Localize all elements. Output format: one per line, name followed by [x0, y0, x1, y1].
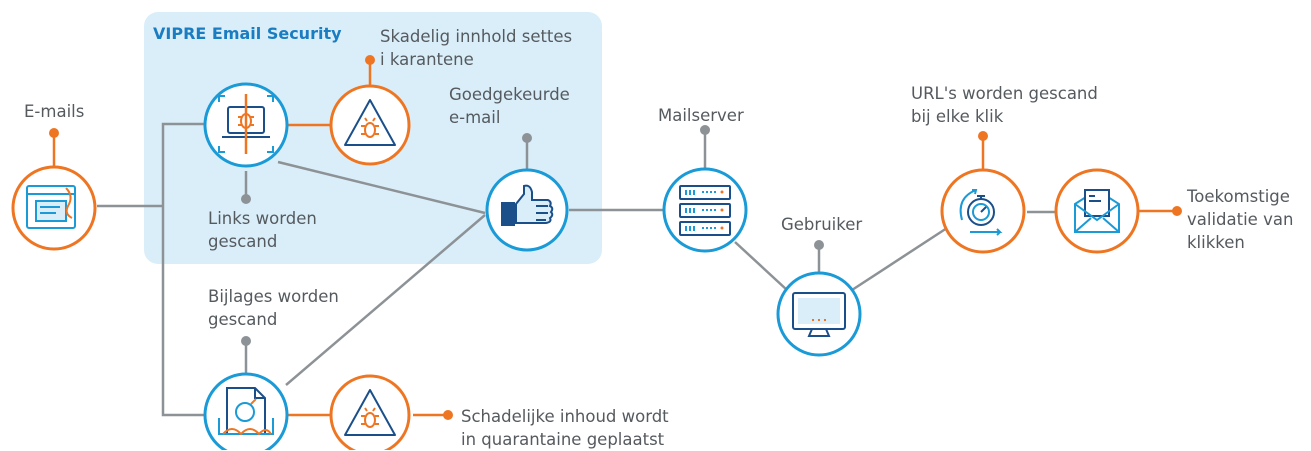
emails-node [11, 165, 97, 251]
url-scan-node [940, 168, 1026, 254]
envelope-letter-icon [1074, 188, 1120, 233]
phishing-email-icon [26, 185, 76, 229]
document-bomb-icon [218, 387, 274, 436]
server-rack-icon [679, 185, 731, 236]
monitor-icon [792, 292, 846, 337]
region-title: VIPRE Email Security [153, 24, 342, 43]
quarantine-bottom-node [329, 374, 411, 450]
mailserver-node [662, 167, 748, 253]
emails-label: E-mails [24, 102, 85, 121]
user-node [776, 271, 862, 357]
warning-bug-icon [344, 99, 396, 146]
thumbs-up-icon [501, 184, 554, 226]
attachments-node [203, 372, 289, 450]
mailserver-label: Mailserver [658, 106, 744, 125]
laptop-bug-scan-icon [218, 94, 274, 154]
user-label: Gebruiker [781, 215, 863, 234]
link-scan-node [203, 82, 289, 168]
orange-dots [49, 55, 1182, 420]
warning-bug-icon [344, 389, 396, 436]
connector-dots [241, 125, 824, 346]
approved-node [485, 168, 569, 252]
future-validation-node [1054, 168, 1140, 254]
stopwatch-refresh-icon [959, 189, 1003, 236]
quarantine-top-node [329, 84, 411, 166]
